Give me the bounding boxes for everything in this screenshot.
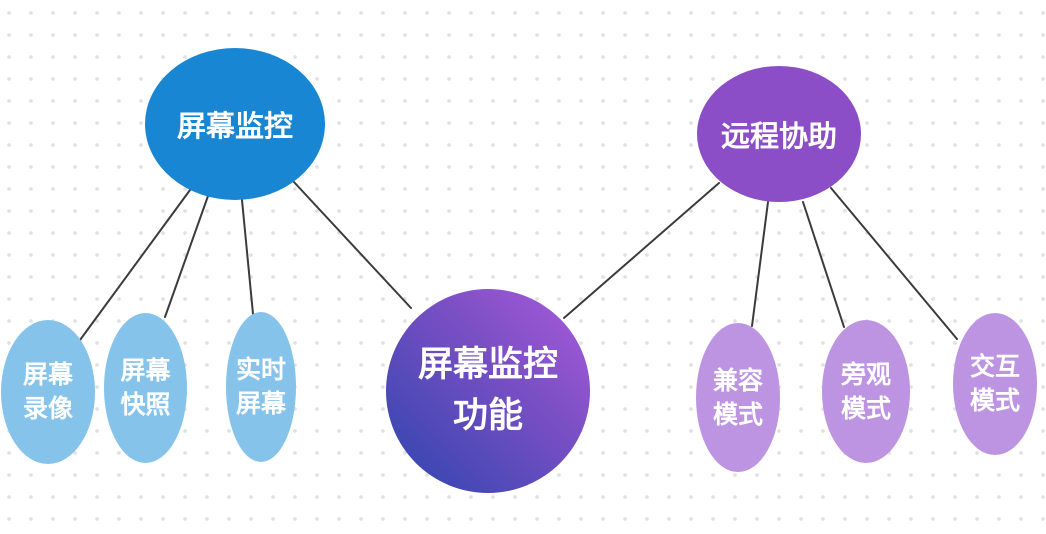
node-realtime-screen: 实时 屏幕 [226, 312, 296, 462]
connector-monitor-to-center [292, 180, 412, 309]
node-observe-mode: 旁观 模式 [822, 320, 910, 463]
node-screen-record: 屏幕 录像 [1, 320, 95, 464]
node-screen-snapshot-label: 屏幕 快照 [120, 354, 170, 422]
node-screen-snapshot-line2: 快照 [120, 390, 171, 419]
connector-assist-to-compat [751, 201, 769, 327]
node-realtime-screen-label: 实时 屏幕 [236, 353, 286, 421]
connector-assist-to-interact [830, 187, 958, 340]
connector-assist-to-observe [802, 201, 845, 328]
node-interact-mode-line1: 交互 [969, 352, 1020, 382]
node-compat-mode-label: 兼容 模式 [713, 364, 763, 432]
node-realtime-screen-line1: 实时 [235, 355, 286, 385]
node-remote-assist: 远程协助 [697, 66, 861, 202]
connector-monitor-to-realtime [241, 199, 254, 315]
node-interact-mode-line2: 模式 [969, 386, 1020, 415]
node-compat-mode-line1: 兼容 [712, 365, 763, 395]
node-screen-monitor-label: 屏幕监控 [176, 109, 293, 143]
connector-monitor-to-snapshot [164, 195, 209, 318]
node-screen-record-label: 屏幕 录像 [23, 358, 73, 426]
connector-monitor-to-record [79, 189, 191, 341]
node-screen-record-line1: 屏幕 [22, 360, 73, 390]
node-screen-monitor: 屏幕监控 [145, 48, 325, 200]
connector-assist-to-center [563, 182, 720, 319]
node-observe-mode-line2: 模式 [840, 393, 891, 423]
node-center-topic-label: 屏幕监控 功能 [418, 340, 558, 442]
node-compat-mode: 兼容 模式 [696, 323, 780, 472]
node-screen-snapshot-line1: 屏幕 [120, 356, 171, 386]
node-compat-mode-line2: 模式 [712, 399, 763, 429]
node-remote-assist-label: 远程协助 [720, 119, 837, 153]
node-center-topic-line1: 屏幕监控 [417, 345, 558, 386]
node-realtime-screen-line2: 屏幕 [235, 389, 286, 418]
node-screen-snapshot: 屏幕 快照 [104, 313, 187, 463]
node-observe-mode-label: 旁观 模式 [841, 358, 891, 426]
node-center-topic-line2: 功能 [452, 396, 523, 436]
node-screen-record-line2: 录像 [22, 394, 73, 423]
node-observe-mode-line1: 旁观 [840, 359, 891, 389]
node-interact-mode: 交互 模式 [953, 313, 1037, 455]
node-center-topic: 屏幕监控 功能 [386, 289, 590, 493]
node-interact-mode-label: 交互 模式 [970, 350, 1020, 418]
